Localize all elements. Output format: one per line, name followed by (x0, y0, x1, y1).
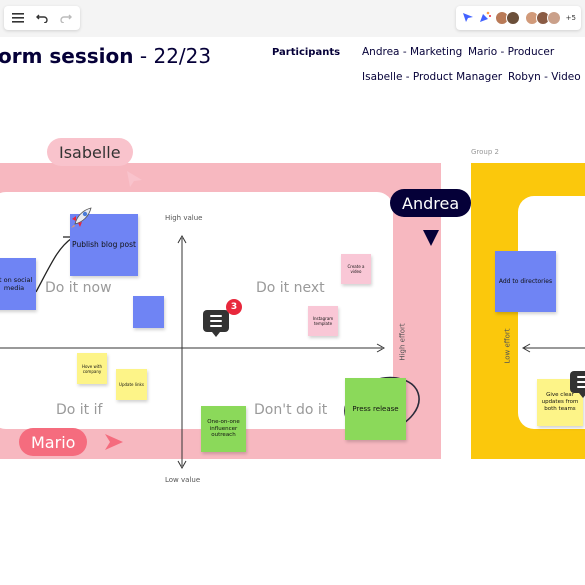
cursor-tag-isabelle: Isabelle (47, 138, 133, 166)
sticky-note[interactable]: One-on-one influencer outreach (201, 406, 246, 452)
low-effort-label: Low effort (503, 328, 512, 364)
more-collaborators-count[interactable]: +5 (565, 14, 576, 22)
comment-icon[interactable] (570, 371, 585, 398)
participant-robyn[interactable]: Robyn - Video (508, 71, 581, 83)
group-label: Group 2 (471, 148, 499, 156)
sticky-note[interactable]: Publish blog post (70, 214, 138, 276)
comment-count-badge[interactable]: 3 (226, 299, 242, 315)
toolbar-left (4, 6, 80, 30)
sticky-note[interactable]: Create a video (341, 254, 371, 284)
quadrant-do-it-if: Do it if (56, 402, 103, 418)
sticky-note[interactable]: st on social media (0, 258, 36, 310)
undo-icon[interactable] (31, 8, 53, 28)
comment-icon[interactable] (203, 310, 229, 337)
sticky-note[interactable]: Press release (345, 378, 406, 440)
title-bold: orm session (0, 44, 134, 68)
sticky-note[interactable]: Instagram template (308, 306, 338, 336)
low-value-label: Low value (165, 476, 201, 484)
quadrant-dont-do-it: Don't do it (254, 402, 328, 418)
redo-icon[interactable] (55, 8, 77, 28)
sticky-note[interactable] (133, 296, 164, 328)
quadrant-do-it-next: Do it next (256, 280, 325, 296)
sticky-note[interactable]: Hove with company (77, 353, 107, 384)
toolbar-right: +5 (455, 6, 581, 30)
rocket-icon[interactable] (69, 204, 95, 230)
quadrant-do-it-now: Do it now (45, 280, 112, 296)
menu-icon[interactable] (7, 8, 29, 28)
participants-label[interactable]: Participants (272, 47, 341, 58)
participant-andrea[interactable]: Andrea - Marketing (362, 46, 463, 58)
page-title[interactable]: orm session - 22/23 (0, 44, 211, 68)
high-effort-label: High effort (398, 323, 407, 361)
cursor-pointer-icon (103, 432, 125, 456)
title-date: - 22/23 (133, 44, 212, 68)
reactions-icon[interactable] (461, 9, 475, 28)
cursor-pointer-icon (421, 228, 441, 252)
avatar[interactable] (546, 11, 561, 25)
avatar[interactable] (505, 11, 520, 25)
celebrate-icon[interactable] (478, 9, 492, 28)
sticky-note[interactable]: Add to directories (495, 251, 556, 312)
cursor-tag-andrea: Andrea (390, 189, 472, 217)
high-value-label: High value (165, 214, 203, 222)
cursor-tag-mario: Mario (19, 428, 88, 456)
sticky-note[interactable]: Update links (116, 369, 147, 400)
cursor-pointer-icon (124, 168, 144, 192)
participant-isabelle[interactable]: Isabelle - Product Manager (362, 71, 503, 83)
participant-mario[interactable]: Mario - Producer (468, 46, 555, 58)
